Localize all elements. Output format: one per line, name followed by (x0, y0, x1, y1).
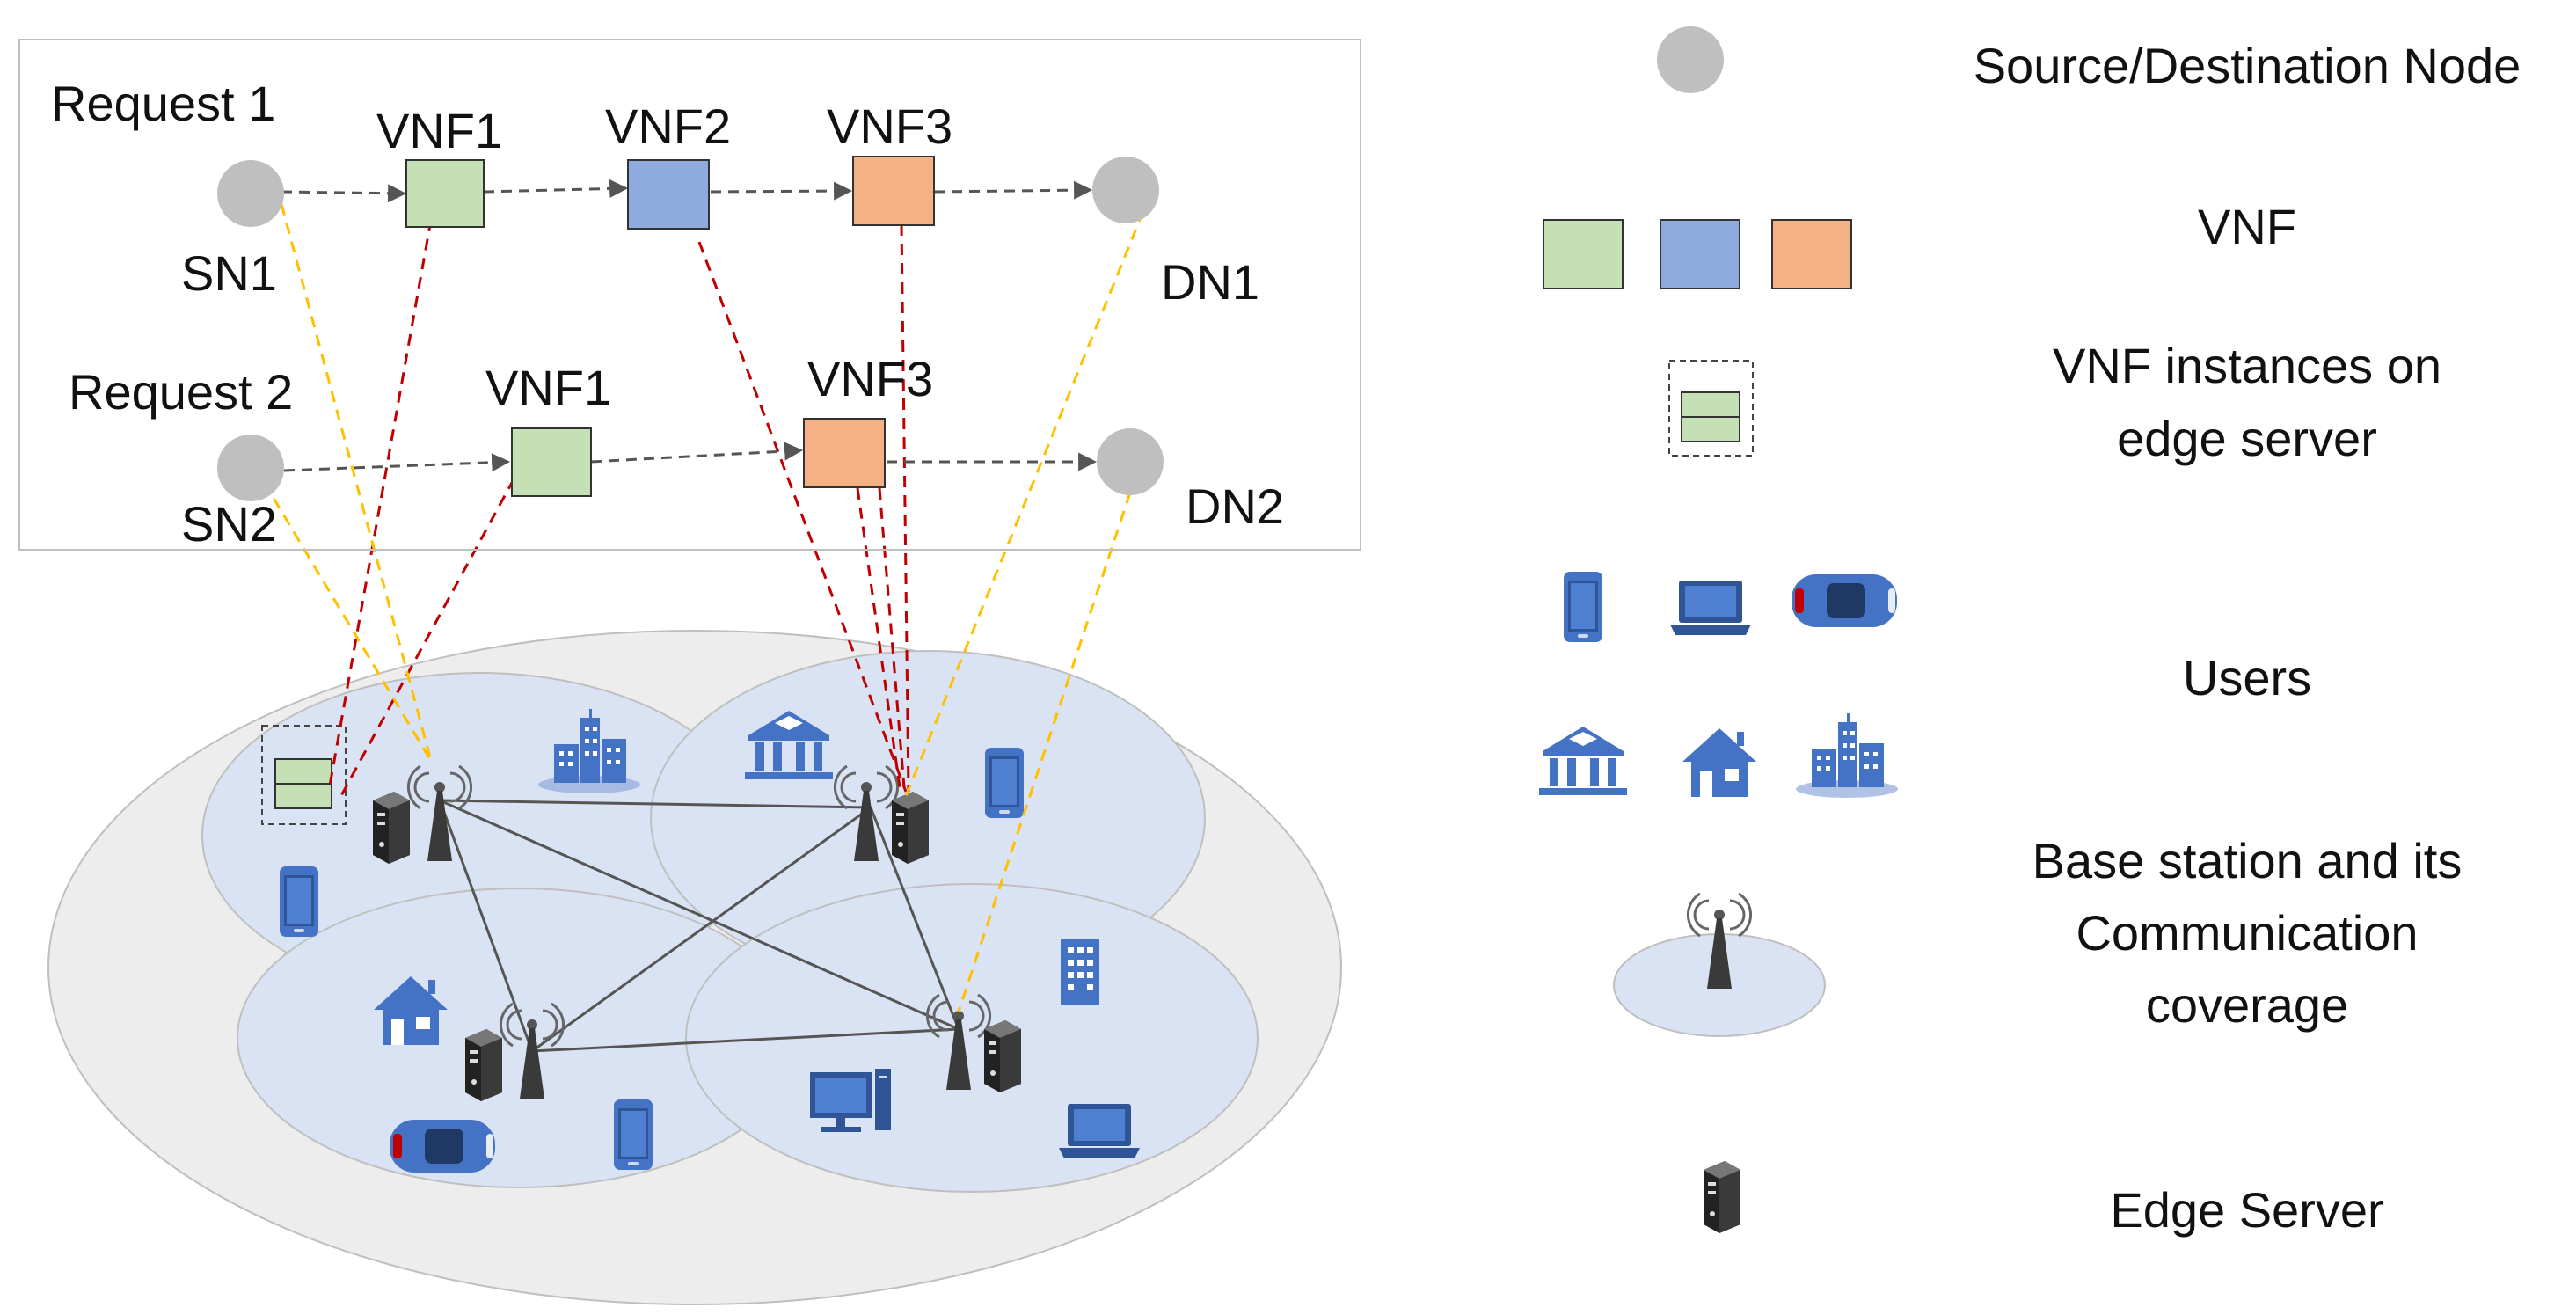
edge-server-3-icon (465, 1029, 502, 1101)
request-1-vnf1-box (405, 159, 485, 228)
request-1-vnf3-box (852, 156, 935, 226)
car-icon (390, 1120, 495, 1173)
source-node-sn2 (217, 435, 284, 501)
request-2-vnf3-box (803, 418, 886, 488)
destination-node-dn2 (1097, 428, 1164, 495)
legend-base-station-label-line2: Communication (2076, 905, 2418, 961)
legend-vnf-instance-icon (1668, 360, 1754, 457)
request-2-arrows (283, 442, 1098, 472)
smartphone-icon (280, 866, 318, 937)
red-mapping-lines (328, 219, 910, 801)
request-2-vnf3-label: VNF3 (807, 351, 933, 406)
request-1-vnf2-label: VNF2 (605, 99, 731, 154)
office-building-icon (1061, 939, 1099, 1005)
legend-museum-icon (1539, 727, 1627, 795)
dn1-label: DN1 (1161, 254, 1259, 310)
request-2-vnf1-box (511, 427, 592, 497)
request-1-vnf2-box (627, 159, 710, 230)
legend-city-buildings-icon (1796, 713, 1898, 798)
legend-edge-server-icon (1704, 1161, 1740, 1233)
request-2-vnf1-label: VNF1 (485, 360, 611, 415)
request-1-arrows (281, 179, 1093, 203)
legend-node-icon (1657, 26, 1724, 93)
smartphone-icon (614, 1099, 653, 1170)
legend-vnf2-icon (1660, 219, 1740, 289)
laptop-icon (1059, 1104, 1140, 1158)
vnf-instance-on-edge-server (261, 725, 347, 825)
request-1-vnf3-label: VNF3 (827, 99, 952, 154)
legend-edge-server-label: Edge Server (2110, 1182, 2383, 1238)
smartphone-icon (985, 748, 1024, 818)
request-1-title: Request 1 (51, 76, 275, 131)
legend-base-station-label-line3: coverage (2146, 977, 2348, 1033)
legend-car-icon (1792, 574, 1897, 627)
legend-vnf-instances-label-line1: VNF instances on (2053, 338, 2441, 393)
request-2-title: Request 2 (69, 364, 293, 420)
legend: Source/Destination Node VNF VNF instance… (1539, 26, 2521, 1238)
legend-vnf1-icon (1543, 219, 1624, 289)
legend-vnf-instances-label-line2: edge server (2117, 411, 2377, 466)
legend-node-label: Source/Destination Node (1974, 38, 2521, 93)
source-node-sn1 (217, 160, 284, 227)
legend-base-station-label-line1: Base station and its (2032, 833, 2463, 888)
yellow-mapping-lines (262, 203, 1145, 1012)
legend-house-icon (1682, 728, 1756, 797)
edge-server-4-icon (984, 1020, 1021, 1092)
legend-users-label: Users (2183, 650, 2311, 705)
legend-smartphone-icon (1564, 572, 1602, 642)
request-1-vnf1-label: VNF1 (376, 103, 502, 158)
sn1-label: SN1 (181, 245, 277, 301)
request-box (18, 39, 1361, 551)
edge-server-2-icon (892, 792, 929, 864)
dn2-label: DN2 (1186, 479, 1284, 534)
legend-vnf-label: VNF (2198, 199, 2296, 254)
sn2-label: SN2 (181, 496, 277, 552)
base-station-links (438, 799, 960, 1053)
legend-vnf3-icon (1771, 219, 1852, 289)
legend-laptop-icon (1670, 581, 1751, 635)
edge-server-1-icon (373, 792, 410, 864)
destination-node-dn1 (1092, 157, 1159, 223)
